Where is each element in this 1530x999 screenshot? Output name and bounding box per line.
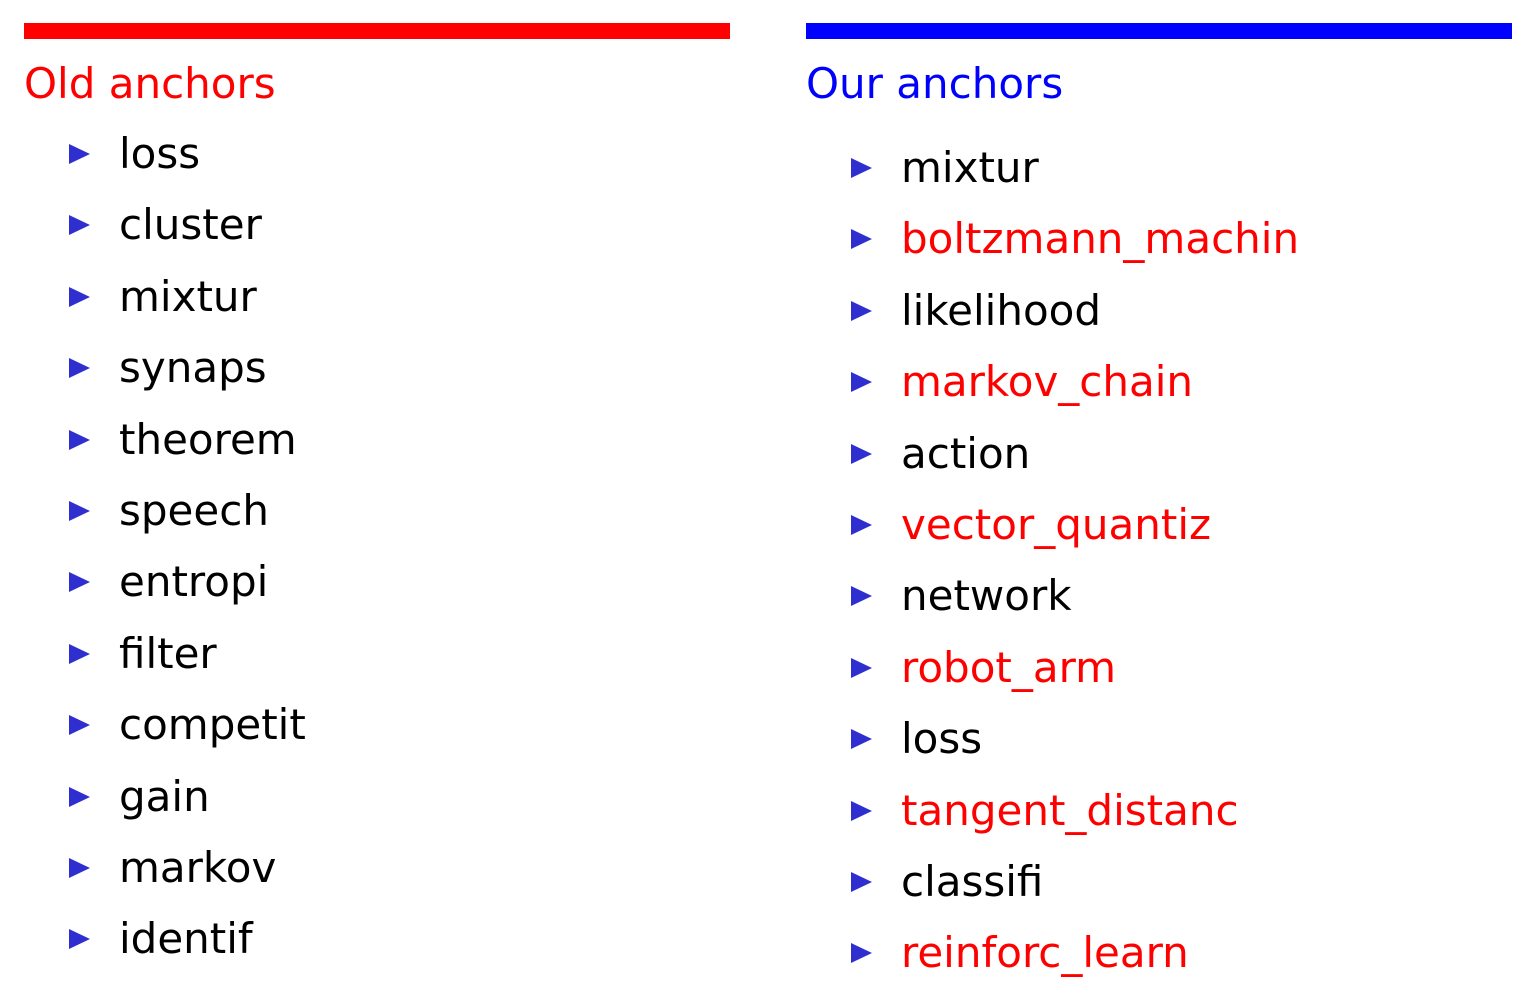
triangle-right-icon (69, 215, 90, 236)
list-item-label: mixtur (119, 271, 257, 321)
triangle-right-icon (69, 358, 90, 379)
list-item-label: theorem (119, 414, 297, 464)
list-item-label: boltzmann_machin (901, 214, 1300, 264)
triangle-right-icon (69, 643, 90, 664)
list-item-label: likelihood (901, 285, 1102, 335)
triangle-right-icon (851, 229, 872, 250)
list-item-label: action (901, 428, 1031, 478)
list-item-label: cluster (119, 200, 262, 250)
triangle-right-icon (851, 300, 872, 321)
list-item-label: gain (119, 771, 210, 821)
triangle-right-icon (851, 372, 872, 393)
triangle-right-icon (69, 500, 90, 521)
our-anchors-title: Our anchors (806, 59, 1064, 108)
triangle-right-icon (851, 586, 872, 607)
triangle-right-icon (69, 144, 90, 164)
triangle-right-icon (69, 429, 90, 450)
triangle-right-icon (69, 929, 90, 950)
list-item-label: reinforc_learn (901, 928, 1189, 978)
triangle-right-icon (851, 729, 872, 750)
list-item-label: identif (119, 914, 253, 964)
triangle-right-icon (69, 286, 90, 307)
triangle-right-icon (851, 657, 872, 678)
triangle-right-icon (69, 786, 90, 807)
list-item-label: entropi (119, 557, 269, 607)
list-item-label: mixtur (901, 143, 1039, 192)
list-item-label: markov (119, 842, 277, 892)
triangle-right-icon (851, 443, 872, 464)
list-item-label: classifi (901, 856, 1044, 906)
old-anchors-bar (24, 23, 730, 39)
list-item-label: loss (901, 714, 983, 764)
triangle-right-icon (851, 158, 872, 178)
triangle-right-icon (69, 857, 90, 878)
triangle-right-icon (851, 514, 872, 535)
list-item-label: competit (119, 700, 306, 750)
triangle-right-icon (851, 943, 872, 964)
list-item-label: network (901, 571, 1072, 621)
triangle-right-icon (69, 572, 90, 593)
triangle-right-icon (69, 715, 90, 736)
list-item-label: filter (119, 628, 217, 678)
old-anchors-column: Old anchors loss cluster mixtur synaps t… (24, 0, 730, 978)
list-item-label: synaps (119, 343, 267, 393)
list-item-label: tangent_distanc (901, 785, 1239, 835)
list-item-label: vector_quantiz (901, 499, 1212, 549)
our-anchors-bar (806, 23, 1512, 39)
our-anchors-column: Our anchors mixtur boltzmann_machin like… (806, 0, 1512, 978)
list-item-label: robot_arm (901, 642, 1117, 692)
list-item-label: loss (119, 129, 201, 178)
triangle-right-icon (851, 871, 872, 892)
list-item-label: markov_chain (901, 357, 1194, 407)
triangle-right-icon (851, 800, 872, 821)
old-anchors-title: Old anchors (24, 59, 276, 108)
list-item-label: speech (119, 485, 269, 535)
